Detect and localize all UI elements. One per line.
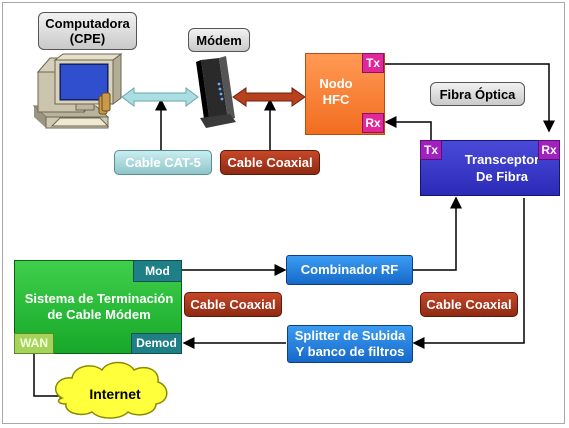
fiber-transceiver-title: Transceptor De Fibra [464,152,540,184]
coax-link-arrow [232,87,306,107]
hfc-node-tx-port: Tx [362,53,384,73]
cable-cat5-label: Cable CAT-5 [114,150,212,175]
upstream-splitter: Splitter de Subida Y banco de filtros [287,325,413,363]
transceiver-rx-port: Rx [538,140,560,160]
line-transceiver-to-splitter [412,198,525,349]
cmts-wan-port: WAN [14,333,54,354]
cable-coax-top-label: Cable Coaxial [220,150,320,175]
cmts-title: Sistema de Terminación de Cable Módem [24,291,174,322]
modem-label: Módem [188,28,250,52]
hfc-node-rx-port: Rx [362,113,384,133]
line-combiner-to-transceiver [413,196,462,271]
cable-coax-left-label: Cable Coaxial [184,292,282,317]
transceiver-tx-port: Tx [420,140,442,160]
hfc-node-title: Nodo HFC [319,76,353,107]
line-transceiver-tx-to-node-rx [384,116,432,140]
cmts-demod-port: Demod [131,333,182,354]
computer-label: Computadora (CPE) [38,12,137,50]
internet-label: Internet [89,386,141,402]
modem-icon [196,56,236,128]
fiber-label: Fibra Óptica [430,82,525,106]
computer-icon [32,53,123,129]
fiber-transceiver: Transceptor De Fibra [420,140,560,196]
cable-coax-right-label: Cable Coaxial [420,292,518,317]
line-node-tx-to-transceiver-rx [384,63,555,133]
cat5-link-arrow [121,87,199,107]
rf-combiner: Combinador RF [286,255,413,285]
diagram-frame [2,2,565,424]
cmts-mod-port: Mod [133,260,182,282]
internet-cloud [54,361,168,419]
